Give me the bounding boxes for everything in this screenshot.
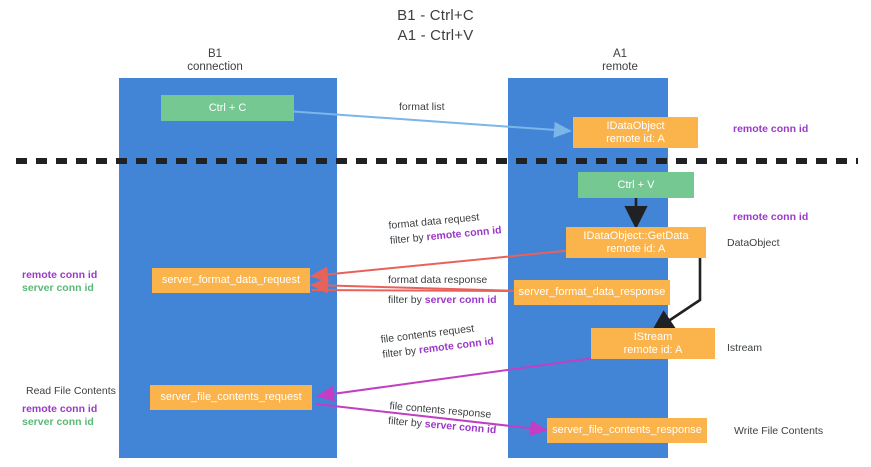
- annotation-left-server-conn-id-mid: server conn id: [22, 282, 94, 294]
- filter-prefix: filter by: [389, 231, 428, 247]
- title-line-2: A1 - Ctrl+V: [397, 27, 474, 44]
- node-server-format-data-response[interactable]: server_format_data_response: [514, 280, 670, 305]
- node-server-format-data-response-label: server_format_data_response: [518, 286, 666, 298]
- node-server-file-contents-request-label: server_file_contents_request: [160, 391, 302, 403]
- edge-label-format-list: format list: [399, 101, 445, 113]
- filter-key-server-conn-id: server conn id: [424, 294, 497, 306]
- node-server-file-contents-response-label: server_file_contents_response: [552, 424, 702, 436]
- node-server-file-contents-response[interactable]: server_file_contents_response: [547, 418, 707, 443]
- filter-key-server-conn-id: server conn id: [424, 418, 497, 437]
- edge-label-format-data-response-filter: filter by server conn id: [388, 294, 497, 306]
- annotation-left-remote-conn-id-bot: remote conn id: [22, 403, 98, 415]
- node-istream-sub: remote id: A: [623, 343, 683, 356]
- node-idataobject-getdata-sub: remote id: A: [606, 242, 666, 255]
- annotation-remote-conn-id-mid: remote conn id: [733, 211, 809, 223]
- column-header-b1: B1 connection: [155, 48, 275, 74]
- edge-label-format-list-text: format list: [399, 101, 445, 113]
- annotation-istream: Istream: [727, 342, 763, 354]
- node-ctrl-v-label: Ctrl + V: [617, 178, 655, 191]
- node-server-format-data-request-label: server_format_data_request: [161, 274, 301, 286]
- node-ctrl-c[interactable]: Ctrl + C: [161, 95, 294, 121]
- node-istream-label: IStream: [633, 330, 673, 343]
- annotation-left-remote-conn-id-mid: remote conn id: [22, 269, 98, 281]
- node-idataobject-sub: remote id: A: [606, 132, 665, 145]
- node-idataobject[interactable]: IDataObject remote id: A: [573, 117, 698, 148]
- edge-label-file-contents-response: file contents response filter by server …: [388, 400, 498, 436]
- node-istream[interactable]: IStream remote id: A: [591, 328, 715, 359]
- column-header-b1-name: B1: [207, 48, 223, 60]
- node-idataobject-getdata-label: IDataObject::GetData: [583, 229, 689, 242]
- filter-prefix: filter by: [387, 414, 426, 431]
- node-idataobject-label: IDataObject: [606, 119, 665, 132]
- annotation-left-server-conn-id-bot: server conn id: [22, 416, 94, 428]
- node-server-format-data-request[interactable]: server_format_data_request: [152, 268, 310, 293]
- node-ctrl-c-label: Ctrl + C: [208, 101, 247, 114]
- column-header-a1: A1 remote: [560, 48, 680, 74]
- annotation-write-file-contents: Write File Contents: [734, 425, 824, 437]
- edge-label-format-data-response: format data response filter by server co…: [388, 274, 497, 306]
- edge-label-format-data-request: format data request filter by remote con…: [388, 209, 502, 247]
- edge-label-format-data-response-text: format data response: [388, 274, 488, 286]
- filter-prefix: filter by: [381, 344, 420, 361]
- node-idataobject-getdata[interactable]: IDataObject::GetData remote id: A: [566, 227, 706, 258]
- page-title: B1 - Ctrl+C A1 - Ctrl+V: [0, 6, 871, 46]
- column-header-b1-role: connection: [187, 61, 243, 73]
- node-server-file-contents-request[interactable]: server_file_contents_request: [150, 385, 312, 410]
- annotation-remote-conn-id-top: remote conn id: [733, 123, 809, 135]
- annotation-dataobject: DataObject: [727, 237, 780, 249]
- edge-label-file-contents-request: file contents request filter by remote c…: [380, 320, 494, 361]
- node-ctrl-v[interactable]: Ctrl + V: [578, 172, 694, 198]
- column-header-a1-name: A1: [612, 48, 628, 60]
- column-header-a1-role: remote: [602, 61, 638, 73]
- annotation-read-file-contents: Read File Contents: [26, 385, 116, 397]
- filter-prefix: filter by: [388, 294, 425, 306]
- title-line-1: B1 - Ctrl+C: [397, 7, 474, 24]
